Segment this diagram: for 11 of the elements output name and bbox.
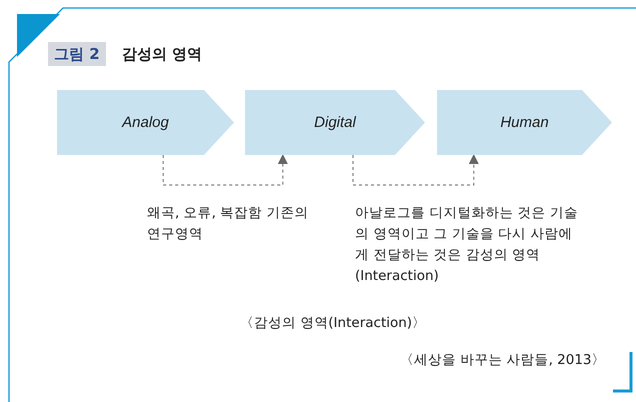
chevron-arrow-box: Digital xyxy=(245,90,425,155)
dashed-arrow xyxy=(162,154,288,186)
dashed-arrow xyxy=(352,154,479,186)
description-text: 아날로그를 디지털화하는 것은 기술의 영역이고 그 기술을 다시 사람에게 전달하는 것은 감성의 영역(Interaction) xyxy=(355,204,579,286)
chevron-arrow-box: Analog xyxy=(57,90,234,155)
figure-caption: 〈감성의 영역(Interaction)〉 xyxy=(240,314,426,333)
description-text: 왜곡, 오류, 복잡함 기존의 연구영역 xyxy=(147,204,310,244)
chevron-arrow-box: Human xyxy=(437,90,612,155)
figure-number-badge: 그림 2 xyxy=(48,42,106,66)
diagram-title: 감성의 영역 xyxy=(122,44,202,65)
source-note: 〈세상을 바꾸는 사람들, 2013〉 xyxy=(400,351,606,370)
